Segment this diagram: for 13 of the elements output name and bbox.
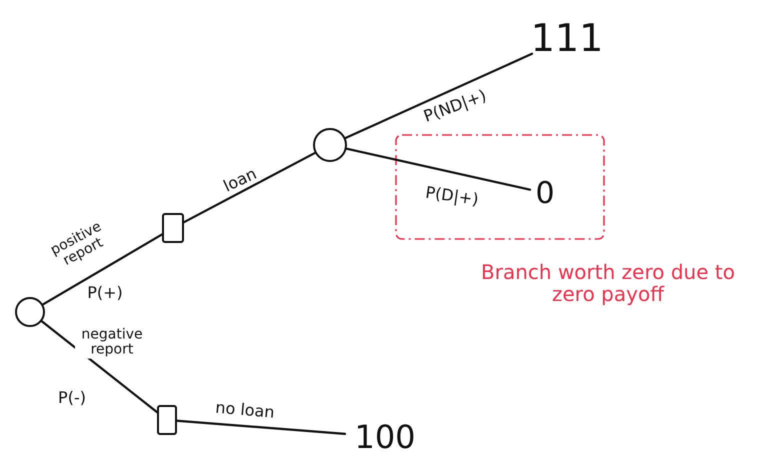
tree-branch [42,233,164,306]
chance-node [15,297,45,327]
tree-branch [176,420,346,435]
tree-branch [40,320,158,414]
tree-branch [345,148,532,191]
tree-branch [344,52,534,140]
tree-branch [182,152,316,224]
payoff-value: 100 [345,422,425,452]
payoff-value: 111 [532,18,602,58]
chance-node [313,128,347,162]
decision-node [157,405,177,435]
decision-node [162,213,184,243]
payoff-value: 0 [530,176,560,210]
